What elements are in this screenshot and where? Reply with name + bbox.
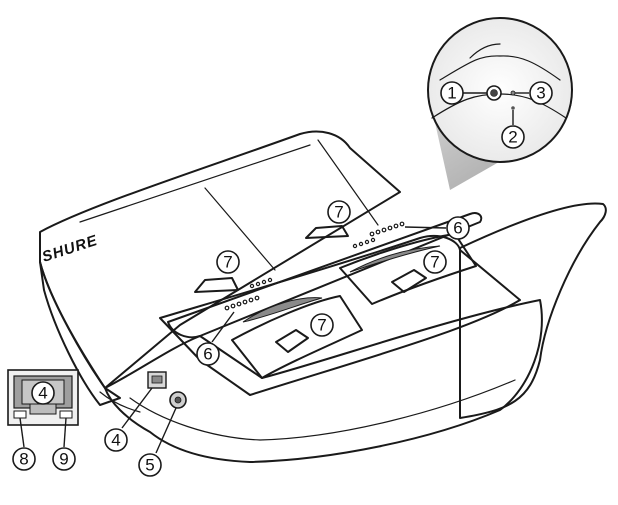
callout-7-label: 7 (430, 253, 439, 272)
callout-5-label: 5 (145, 456, 154, 475)
reset-pinhole (511, 106, 515, 110)
callout-6-left: 6 (196, 342, 220, 366)
callout-7-label: 7 (223, 253, 232, 272)
led-indicator-left (224, 295, 260, 311)
rear-slot-right (305, 225, 349, 239)
front-rail (167, 212, 483, 339)
rear-slot-left (194, 277, 239, 293)
callout-4: 4 (104, 428, 128, 452)
callout-1: 1 (440, 81, 464, 105)
callout-7-label: 7 (334, 203, 343, 222)
callout-1-label: 1 (447, 84, 456, 103)
callout-5: 5 (138, 453, 162, 477)
activity-led-inset (59, 410, 73, 419)
link-led-inset (13, 410, 27, 419)
callout-3-label: 3 (536, 84, 545, 103)
callout-3: 3 (529, 81, 553, 105)
callout-2-label: 2 (508, 128, 517, 147)
bay-connector-right (391, 269, 427, 293)
callout-4-inset: 4 (31, 381, 55, 405)
charger-body (39, 130, 607, 463)
callout-7-front-right: 7 (423, 250, 447, 274)
front-bay-left (231, 295, 363, 379)
brand-logo: SHURE (40, 232, 100, 266)
callout-7-label: 7 (317, 316, 326, 335)
callout-2: 2 (501, 125, 525, 149)
front-face (104, 299, 543, 463)
bay-slit-right (349, 245, 441, 273)
power-jack[interactable] (169, 391, 187, 409)
callout-8: 8 (12, 447, 36, 471)
power-button[interactable] (486, 85, 502, 101)
callout-8-label: 8 (19, 450, 28, 469)
callout-6-label: 6 (203, 345, 212, 364)
bay-connector-left (275, 329, 309, 353)
callout-7-rear-left: 7 (216, 250, 240, 274)
callout-7-rear-right: 7 (327, 200, 351, 224)
ethernet-port[interactable] (147, 371, 167, 389)
led-indicator-rear (352, 237, 376, 249)
led-indicator-mid (249, 277, 273, 289)
callout-9-label: 9 (59, 450, 68, 469)
bay-slit-left (242, 297, 323, 323)
callout-4-label: 4 (111, 431, 120, 450)
callout-7-front-left: 7 (310, 313, 334, 337)
callout-4-label: 4 (38, 384, 47, 403)
led-indicator-right (369, 221, 405, 237)
left-side (39, 261, 121, 406)
right-wing (459, 202, 607, 419)
callout-6-right: 6 (446, 216, 470, 240)
leader-lines (19, 92, 529, 454)
zoom-inset (427, 17, 573, 163)
status-led (510, 90, 516, 96)
front-bay-right (339, 233, 477, 305)
callout-6-label: 6 (453, 219, 462, 238)
callout-9: 9 (52, 447, 76, 471)
